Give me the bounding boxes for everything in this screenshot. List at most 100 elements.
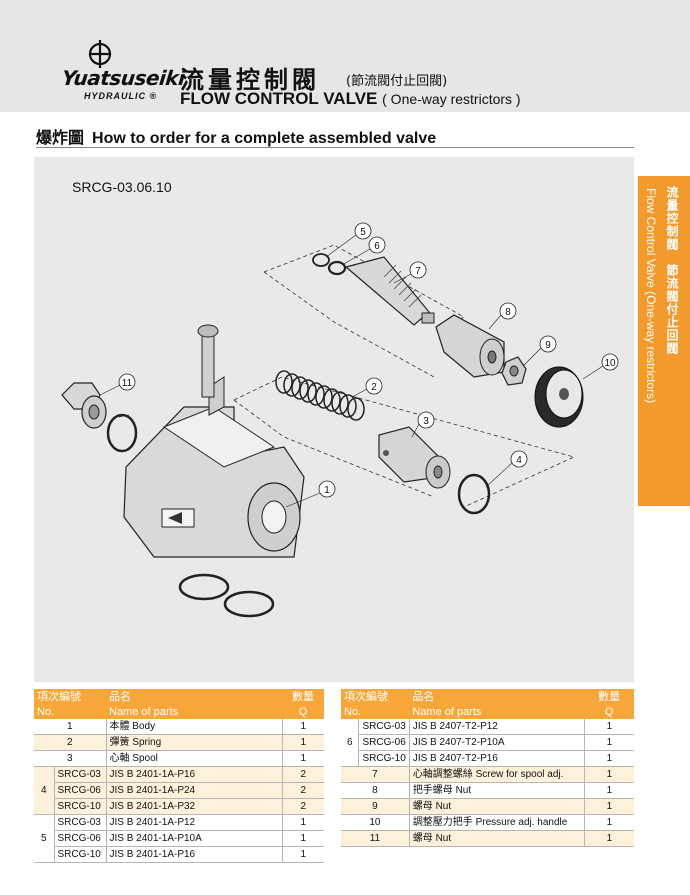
page-title-en-main: FLOW CONTROL VALVE: [180, 89, 378, 108]
row-no: 1: [34, 719, 106, 735]
row-qty: 1: [282, 814, 324, 831]
table-row: SRCG-06 JIS B 2407-T2-P10A 1: [341, 734, 634, 751]
table-row: 3 心軸 Spool 1: [34, 750, 324, 767]
brand-sub: HYDRAULIC ®: [84, 91, 158, 101]
callout-6: 6: [374, 241, 380, 252]
row-no: 2: [34, 734, 106, 751]
row-name: JIS B 2401-1A-P12: [105, 814, 283, 831]
row-no: 6: [341, 719, 359, 767]
parts-table-left: 項次編號 品名 數量 No. Name of parts Q 1 本體 Body…: [34, 689, 324, 863]
row-no: 4: [34, 766, 54, 815]
row-qty: 2: [282, 798, 324, 815]
row-qty: 2: [282, 782, 324, 799]
row-no: 7: [341, 766, 410, 783]
row-no: 10: [341, 814, 410, 831]
callout-leaders: [99, 234, 604, 508]
callout-7: 7: [415, 266, 421, 277]
table-header-row-en: No. Name of parts Q: [34, 704, 324, 719]
row-qty: 1: [282, 750, 324, 767]
table-row: SRCG-10 JIS B 2407-T2-P16 1: [341, 750, 634, 767]
callout-3: 3: [423, 416, 429, 427]
row-qty: 2: [282, 766, 324, 783]
part-8-handle-nut: [435, 314, 505, 378]
row-qty: 1: [584, 750, 634, 767]
side-tab: [638, 176, 690, 506]
part-6-ring: [327, 260, 347, 276]
row-qty: 1: [584, 798, 634, 815]
row-name: JIS B 2401-1A-P16: [105, 846, 283, 863]
row-qty: 1: [282, 846, 324, 863]
row-name: JIS B 2401-1A-P16: [105, 766, 283, 783]
row-name: JIS B 2401-1A-P24: [105, 782, 283, 799]
callout-9: 9: [545, 340, 551, 351]
row-name: 把手螺母 Nut: [408, 782, 585, 799]
row-qty: 1: [584, 782, 634, 799]
row-name: JIS B 2401-1A-P32: [105, 798, 283, 815]
section-title-zh: 爆炸圖: [36, 128, 85, 147]
part-11-nut: [61, 382, 138, 453]
header-band: [0, 0, 690, 112]
table-row: 10 調整壓力把手 Pressure adj. handle 1: [341, 814, 634, 831]
section-title-en: How to order for a complete assembled va…: [92, 130, 437, 147]
row-no: 11: [341, 830, 410, 847]
side-tab-en: Flow Control Valve (One-way restrictors): [644, 188, 658, 404]
row-qty: 1: [282, 719, 324, 735]
col-header-no-zh: 項次編號: [341, 689, 410, 704]
col-header-no-en: No.: [341, 704, 410, 719]
row-sub-model: SRCG-06: [53, 830, 106, 847]
section-divider: [36, 147, 634, 148]
col-header-q-en: Q: [282, 704, 324, 719]
table-row: 4 SRCG-03 JIS B 2401-1A-P16 2: [34, 766, 324, 815]
part-10-pressure-handle: [534, 366, 584, 428]
model-label: SRCG-03.06.10: [72, 179, 172, 195]
table-row: 5 SRCG-03 JIS B 2401-1A-P12 1: [34, 814, 324, 863]
col-header-name-en: Name of parts: [409, 704, 585, 719]
row-no: 8: [341, 782, 410, 799]
callout-10: 10: [604, 358, 616, 369]
page-title-zh: 流量控制閥: [180, 66, 320, 94]
row-name: 心軸調整螺絲 Screw for spool adj.: [408, 766, 585, 783]
row-name: JIS B 2407-T2-P16: [408, 750, 585, 767]
exploded-diagram-area: [34, 157, 634, 682]
table-header-row-zh: 項次編號 品名 數量: [341, 689, 634, 704]
row-sub-model: SRCG-03: [358, 719, 410, 735]
row-no: 3: [34, 750, 106, 767]
table-header-row-zh: 項次編號 品名 數量: [34, 689, 324, 704]
callout-8: 8: [505, 307, 511, 318]
row-sub-model: SRCG-10: [358, 750, 410, 767]
part-3-spool: [378, 426, 451, 489]
table-row: SRCG-10 JIS B 2401-1A-P16 1: [34, 846, 324, 863]
row-qty: 1: [282, 830, 324, 847]
table-row: SRCG-10 JIS B 2401-1A-P32 2: [34, 798, 324, 815]
table-row: SRCG-06 JIS B 2401-1A-P24 2: [34, 782, 324, 799]
row-name: JIS B 2407-T2-P12: [408, 719, 585, 735]
callout-labels: 1 2 3 4 5 6 7 8 9 10 11: [122, 227, 616, 496]
row-name: 心軸 Spool: [105, 750, 283, 767]
row-sub-model: SRCG-06: [358, 734, 410, 751]
page-title-en-sub: ( One-way restrictors ): [382, 91, 521, 107]
col-header-name-en: Name of parts: [106, 704, 282, 719]
row-sub-model: SRCG-03: [53, 766, 106, 783]
callout-5: 5: [360, 227, 366, 238]
row-qty: 1: [584, 766, 634, 783]
part-9-nut: [501, 356, 527, 386]
table-header-row-en: No. Name of parts Q: [341, 704, 634, 719]
row-no: 9: [341, 798, 410, 815]
callout-2: 2: [371, 382, 377, 393]
row-name: 本體 Body: [105, 719, 283, 735]
row-sub-model: SRCG-06: [53, 782, 106, 799]
brand-name: Yuatsuseiki: [60, 66, 186, 90]
table-row: 9 螺母 Nut 1: [341, 798, 634, 815]
table-row: 2 彈簧 Spring 1: [34, 734, 324, 751]
table-row: 1 本體 Body 1: [34, 719, 324, 735]
col-header-no-zh: 項次編號: [34, 689, 106, 704]
row-name: 螺母 Nut: [408, 830, 585, 847]
col-header-name-zh: 品名: [409, 689, 585, 704]
table-row: 8 把手螺母 Nut 1: [341, 782, 634, 799]
row-sub-model: SRCG-10: [53, 846, 106, 863]
callouts: [118, 222, 619, 498]
table-row: SRCG-06 JIS B 2401-1A-P10A 1: [34, 830, 324, 847]
col-header-q-zh: 數量: [584, 689, 634, 704]
part-7-adjust-screw: [344, 256, 435, 326]
row-qty: 1: [584, 719, 634, 735]
